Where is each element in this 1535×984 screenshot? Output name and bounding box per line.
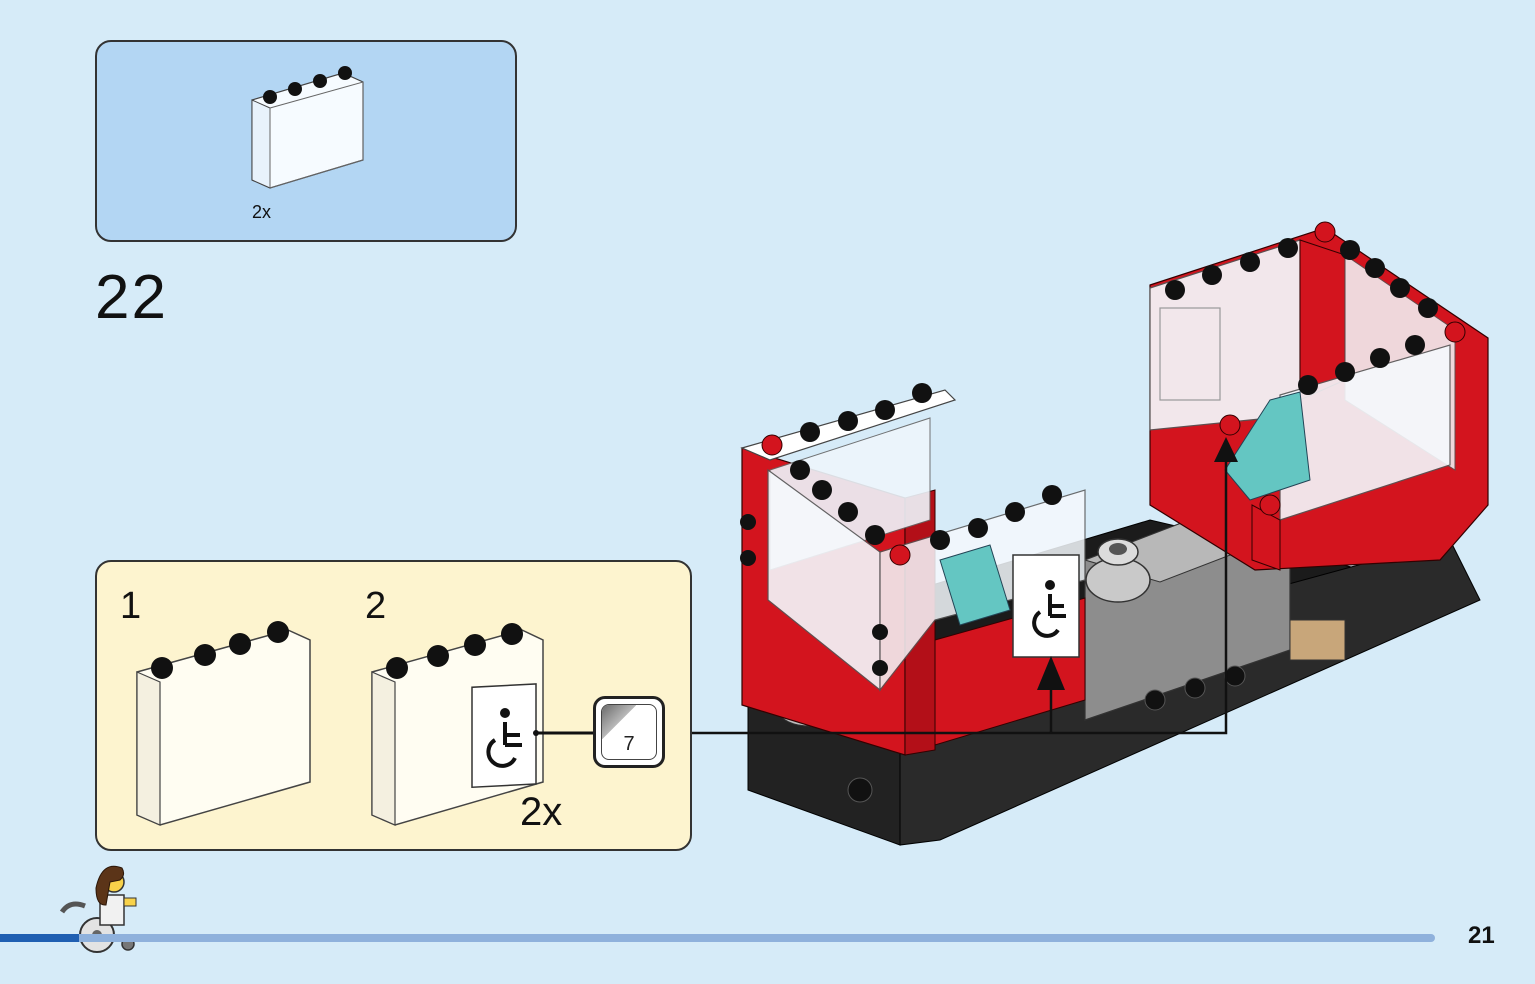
- rear-cabin: [740, 383, 1086, 756]
- sticker-reference: 7: [593, 696, 665, 768]
- sticker-sheet-icon: 7: [601, 704, 657, 760]
- progress-fill: [0, 934, 79, 942]
- wheelchair-icon: [486, 708, 522, 768]
- progress-track: [0, 934, 1435, 942]
- wheelchair-icon: [1032, 580, 1066, 638]
- sub-step-2-label: 2: [365, 585, 387, 627]
- front-cabin: [1149, 221, 1489, 571]
- placement-arrows: [692, 455, 1228, 735]
- step-number: 22: [95, 263, 168, 332]
- panel-piece-2: [371, 623, 596, 826]
- transparent-panel-icon: [251, 66, 364, 189]
- arrow-up-icon: [1214, 437, 1238, 462]
- sub-step-1-label: 1: [120, 585, 142, 627]
- arrow-up-icon: [1037, 656, 1065, 690]
- parts-quantity: 2x: [252, 202, 272, 222]
- sticker-curl: [602, 705, 636, 739]
- page-number: 21: [1468, 922, 1495, 949]
- panel-piece-1: [136, 621, 311, 826]
- sub-assembly-quantity: 2x: [520, 790, 563, 834]
- sticker-number: 7: [623, 733, 635, 755]
